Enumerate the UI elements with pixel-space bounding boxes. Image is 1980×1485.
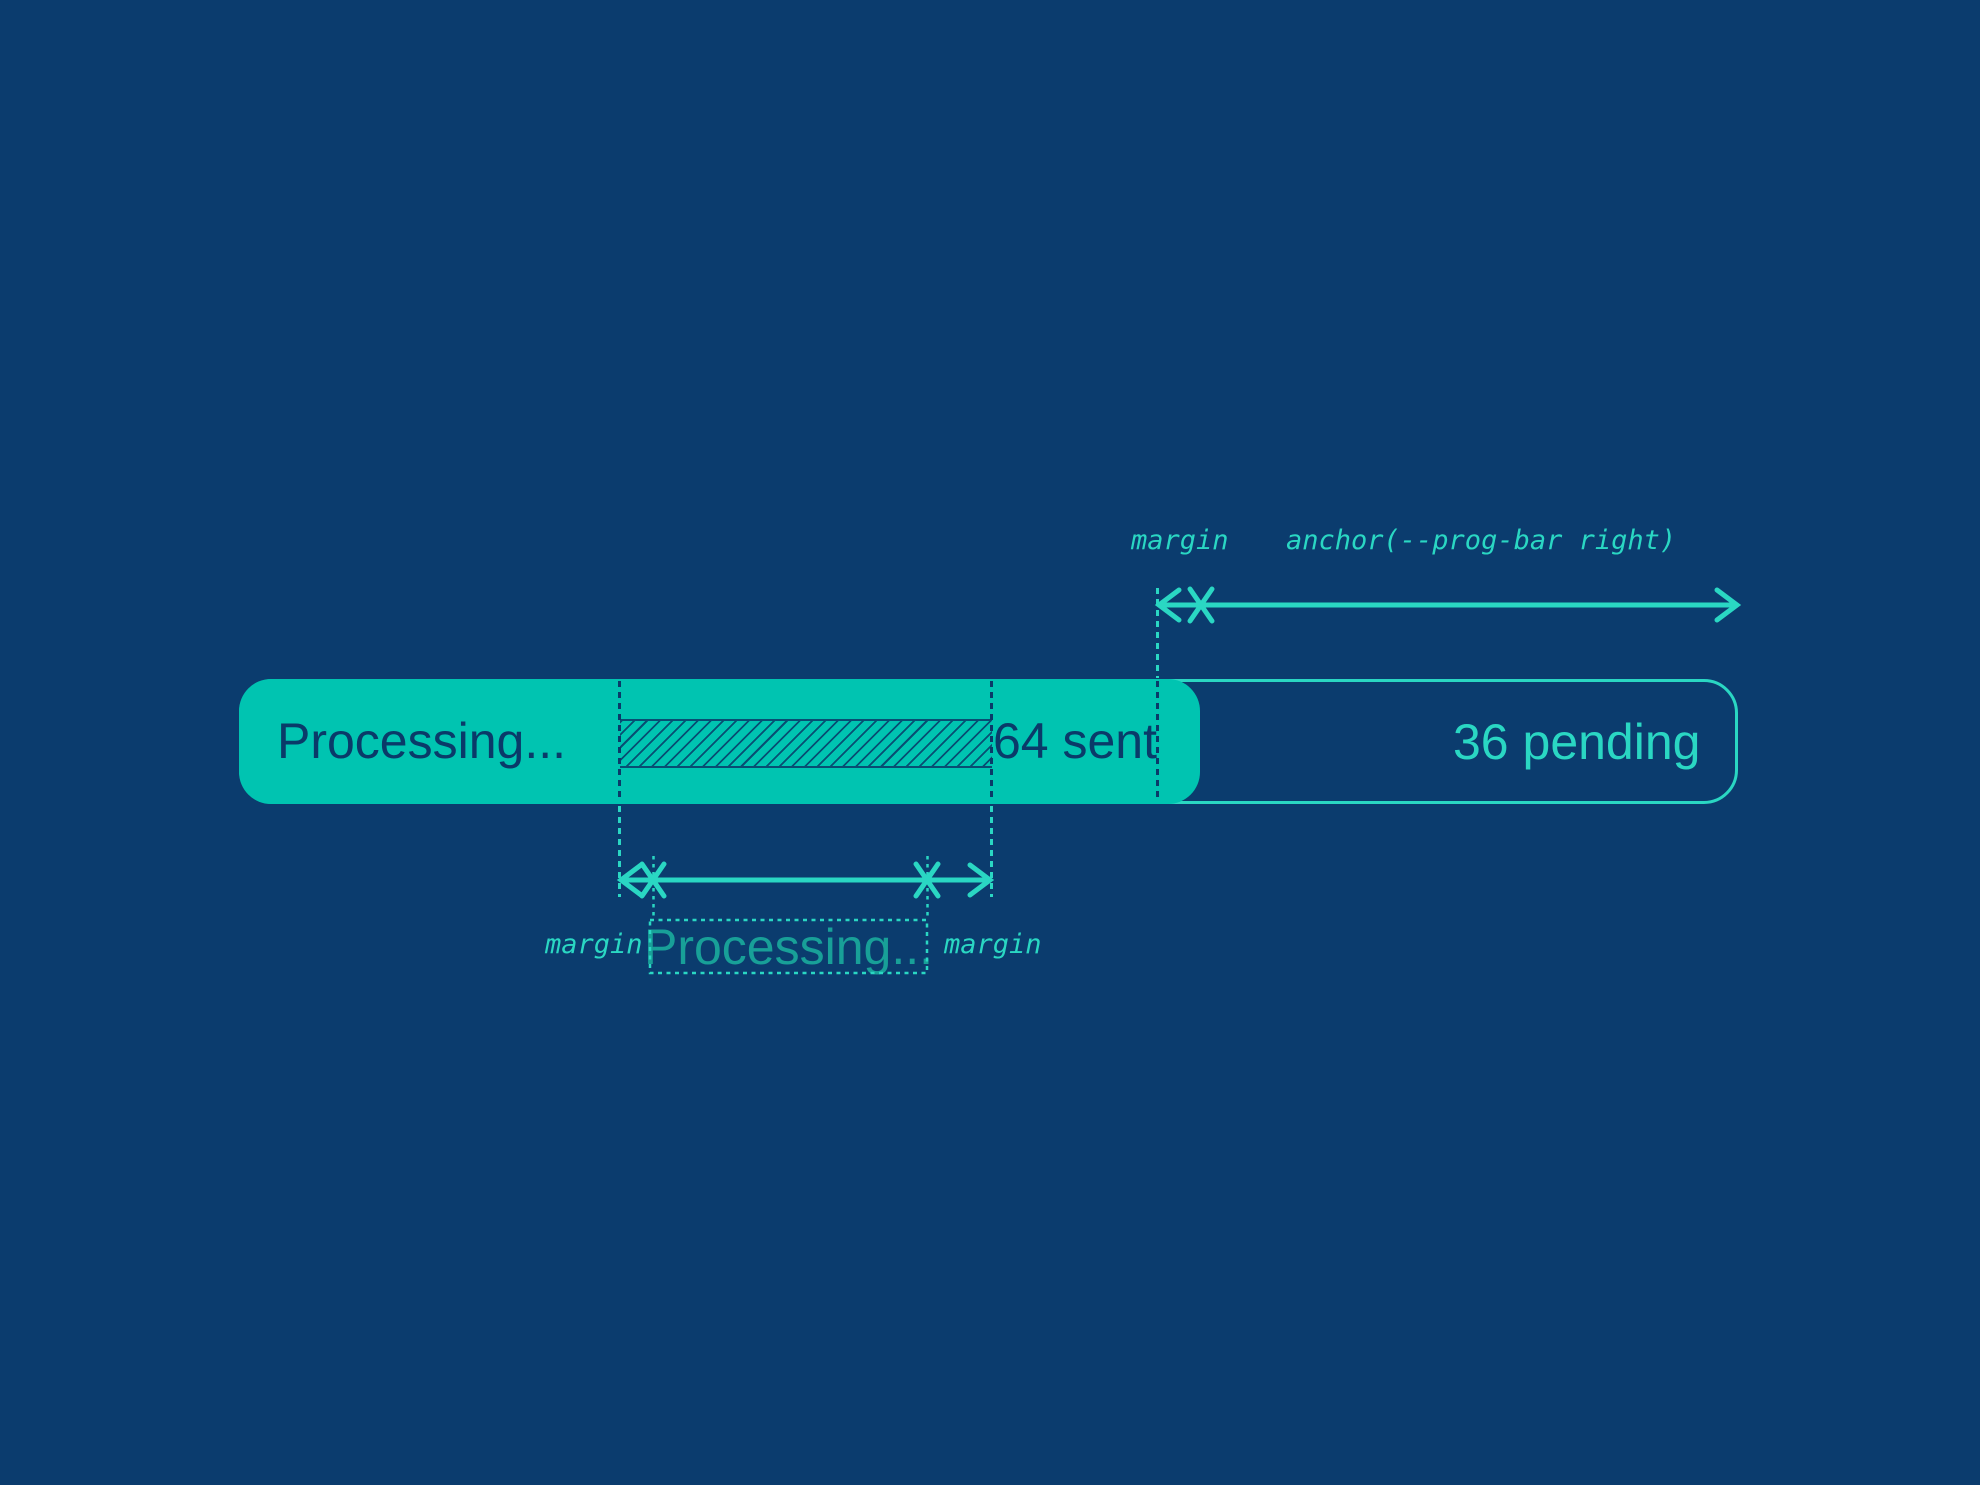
bottom-right-margin-label: margin [944, 929, 1042, 960]
anchor-function-label: anchor(--prog-bar right) [1286, 525, 1677, 556]
arrowhead-left-icon [616, 862, 644, 898]
arrowhead-right-icon [1714, 587, 1742, 623]
margin-x-marker-right-icon [913, 861, 941, 899]
hatched-anchor-region [620, 719, 992, 768]
status-label: Processing... [277, 713, 567, 769]
anchor-x-marker-icon [1187, 586, 1215, 624]
margin-x-marker-left-icon [639, 861, 667, 899]
bottom-measurement-arrow [616, 861, 995, 899]
top-measurement-arrow [1154, 586, 1742, 624]
pending-count-label: 36 pending [1453, 714, 1701, 770]
ghost-status-label: Processing... [644, 918, 934, 975]
bottom-left-margin-label: margin [545, 929, 643, 960]
arrowhead-right-icon [967, 862, 995, 898]
sent-count-label: 64 sent [992, 713, 1157, 769]
arrowhead-left-icon [1154, 587, 1182, 623]
ghost-label-box: Processing... [644, 920, 933, 973]
top-margin-label: margin [1131, 525, 1229, 556]
